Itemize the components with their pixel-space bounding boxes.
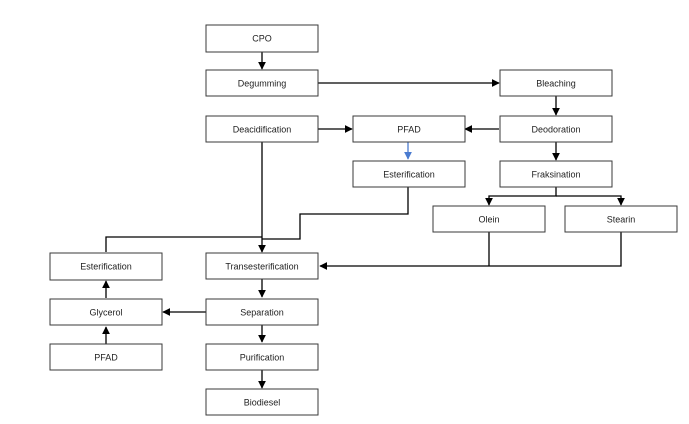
node-fraksination: Fraksination xyxy=(499,160,613,188)
edge-fraksination-to-stearin xyxy=(556,195,625,206)
node-fraksination-label: Fraksination xyxy=(531,169,580,179)
edge-fraksination-to-olein xyxy=(485,187,557,206)
node-esterification-left-label: Esterification xyxy=(80,261,132,271)
node-olein-label: Olein xyxy=(478,214,499,224)
edge-esterification-to-transesterification xyxy=(262,187,409,240)
node-deodoration-label: Deodoration xyxy=(531,124,580,134)
node-pfad-center: PFAD xyxy=(352,115,466,143)
node-pfad-left-label: PFAD xyxy=(94,352,118,362)
node-glycerol-label: Glycerol xyxy=(89,307,122,317)
node-bleaching-label: Bleaching xyxy=(536,78,576,88)
node-stearin: Stearin xyxy=(564,205,678,233)
node-deacidification: Deacidification xyxy=(205,115,319,143)
node-degumming: Degumming xyxy=(205,69,319,97)
node-deacidification-label: Deacidification xyxy=(233,124,292,134)
node-transesterification: Transesterification xyxy=(205,252,319,280)
node-purification-label: Purification xyxy=(240,352,285,362)
node-esterification-center-label: Esterification xyxy=(383,169,435,179)
node-bleaching: Bleaching xyxy=(499,69,613,97)
edge-olein-stearin-to-transesterification xyxy=(320,232,622,266)
node-separation-label: Separation xyxy=(240,307,284,317)
node-biodiesel: Biodiesel xyxy=(205,388,319,416)
node-glycerol: Glycerol xyxy=(49,298,163,326)
node-deodoration: Deodoration xyxy=(499,115,613,143)
node-esterification-left: Esterification xyxy=(49,252,163,281)
node-degumming-label: Degumming xyxy=(238,78,287,88)
node-biodiesel-label: Biodiesel xyxy=(244,397,281,407)
node-separation: Separation xyxy=(205,298,319,326)
node-pfad-left: PFAD xyxy=(49,343,163,371)
node-purification: Purification xyxy=(205,343,319,371)
node-transesterification-label: Transesterification xyxy=(225,261,298,271)
node-cpo: CPO xyxy=(205,24,319,53)
node-pfad-center-label: PFAD xyxy=(397,124,421,134)
edge-left-esterification-to-transesterification xyxy=(105,236,262,252)
node-stearin-label: Stearin xyxy=(607,214,636,224)
node-olein: Olein xyxy=(432,205,546,233)
node-cpo-label: CPO xyxy=(252,33,272,43)
node-esterification-center: Esterification xyxy=(352,160,466,188)
